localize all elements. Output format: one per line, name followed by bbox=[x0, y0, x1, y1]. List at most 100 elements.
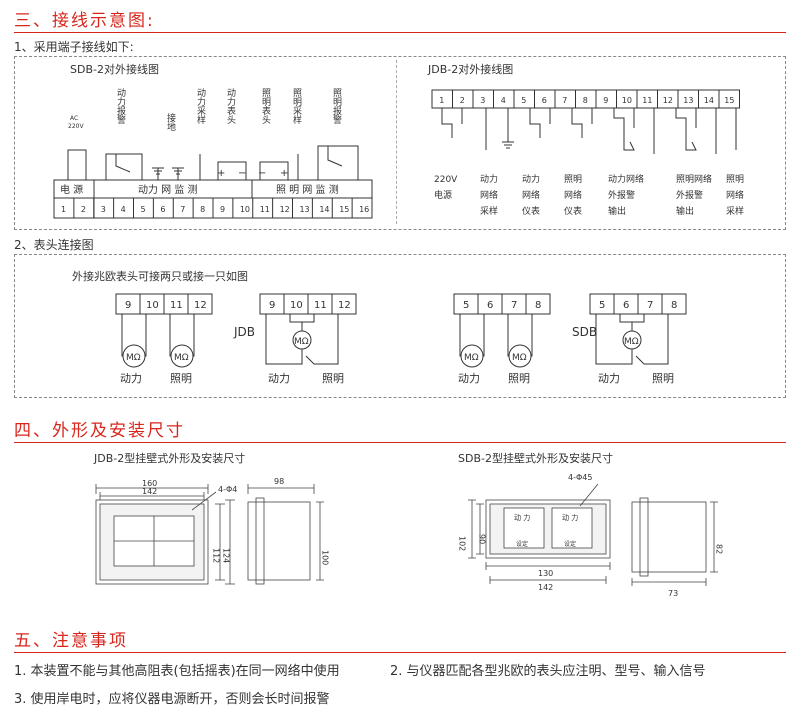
megohm-meter-icon: MΩ bbox=[464, 353, 479, 363]
meter-terminal-number: 8 bbox=[671, 300, 677, 311]
terminal-number: 8 bbox=[583, 96, 588, 105]
terminal-number: 7 bbox=[562, 96, 567, 105]
terminal-number: 2 bbox=[460, 96, 465, 105]
jdb-height-outer: 124 bbox=[222, 548, 231, 563]
dimension-drawings: JDB-2型挂壁式外形及安装尺寸 SDB-2型挂壁式外形及安装尺寸 160 bbox=[93, 451, 724, 598]
jdb-bottom-label: 动力网络 bbox=[608, 173, 644, 185]
megohm-meter-icon: MΩ bbox=[294, 337, 309, 347]
terminal-number: 13 bbox=[299, 205, 309, 214]
label-light-alarm: 照明报警 bbox=[331, 88, 342, 125]
meter-terminal-number: 11 bbox=[170, 300, 183, 311]
minus-sign-light: − bbox=[258, 168, 266, 179]
label-ground: 接地 bbox=[165, 112, 176, 131]
meter-terminal-number: 7 bbox=[647, 300, 653, 311]
label-lighting: 照明 bbox=[170, 372, 192, 385]
terminal-number: 16 bbox=[359, 205, 369, 214]
section-divider bbox=[14, 652, 786, 653]
jdb-width-inner: 142 bbox=[142, 487, 157, 496]
section-title-notes: 五、注意事项 bbox=[14, 631, 128, 651]
terminal-number: 3 bbox=[480, 96, 485, 105]
sdb-height-inner: 90 bbox=[478, 534, 487, 544]
sdb-wiring-title: SDB-2对外接线图 bbox=[70, 62, 159, 76]
sdb-holes: 4-Φ45 bbox=[568, 473, 592, 482]
label-light-meter: 照明表头 bbox=[260, 88, 271, 125]
terminal-number: 13 bbox=[683, 96, 693, 105]
jdb-wiring-title: JDB-2对外接线图 bbox=[427, 62, 513, 76]
terminal-number: 10 bbox=[240, 205, 250, 214]
label-lighting: 照明 bbox=[322, 372, 344, 385]
terminal-number: 11 bbox=[260, 205, 270, 214]
sdb-depth: 73 bbox=[668, 589, 678, 598]
jdb-bottom-label: 照明 bbox=[564, 174, 582, 185]
jdb-bottom-label: 动力 bbox=[522, 173, 540, 185]
sdb-panel-sub-left: 设定 bbox=[516, 540, 528, 548]
sdb-panel-sub-right: 设定 bbox=[564, 540, 576, 548]
sdb-height-outer: 102 bbox=[458, 536, 467, 551]
jdb-bottom-label: 照明网络 bbox=[676, 173, 712, 185]
label-power: 动力 bbox=[458, 372, 480, 385]
terminal-number: 4 bbox=[501, 96, 506, 105]
jdb-bottom-label: 采样 bbox=[480, 205, 498, 217]
note-2: 2. 与仪器匹配各型兆欧的表头应注明、型号、输入信号 bbox=[390, 664, 706, 679]
section-divider bbox=[14, 442, 786, 443]
jdb-bottom-label: 网络 bbox=[564, 189, 582, 201]
label-power-sample: 动力采样 bbox=[195, 88, 206, 125]
terminal-number: 4 bbox=[121, 205, 126, 214]
jdb-bottom-label: 输出 bbox=[676, 205, 694, 217]
jdb-bottom-labels: 220V电源动力网络采样动力网络仪表照明网络仪表动力网络外报警输出照明网络外报警… bbox=[434, 173, 744, 217]
terminal-number: 12 bbox=[663, 96, 673, 105]
minus-sign-power: − bbox=[238, 168, 246, 179]
jdb-bottom-label: 输出 bbox=[608, 205, 626, 217]
label-power: 动力 bbox=[598, 372, 620, 385]
terminal-number: 11 bbox=[642, 96, 652, 105]
jdb-bottom-label: 网络 bbox=[522, 189, 540, 201]
ac-voltage-label: 220V bbox=[68, 123, 84, 130]
jdb-holes: 4-Φ4 bbox=[218, 485, 237, 494]
sdb-panel-label-right: 动 力 bbox=[562, 513, 578, 522]
jdb-label: JDB bbox=[233, 325, 255, 339]
jdb-dim-title: JDB-2型挂壁式外形及安装尺寸 bbox=[93, 451, 245, 465]
label-power-meter: 动力表头 bbox=[225, 88, 236, 125]
note-1: 1. 本装置不能与其他高阻表(包括摇表)在同一网络中使用 bbox=[14, 664, 340, 679]
terminal-number: 9 bbox=[220, 205, 225, 214]
meter-terminal-number: 12 bbox=[194, 300, 207, 311]
section-title-wiring: 三、接线示意图: bbox=[14, 11, 155, 31]
sdb-side-height: 82 bbox=[715, 544, 724, 554]
sdb-wiring-diagram: SDB-2对外接线图 AC 220V 动力报警 接地 动力采样 动力表头 照明表… bbox=[53, 62, 373, 219]
terminal-number: 5 bbox=[140, 205, 145, 214]
jdb-height-inner: 112 bbox=[212, 548, 221, 563]
meter-diagram-box bbox=[14, 254, 786, 398]
section-title-dimensions: 四、外形及安装尺寸 bbox=[14, 421, 185, 441]
group-label-power-supply: 电 源 bbox=[60, 183, 83, 196]
jdb-bottom-label: 动力 bbox=[480, 173, 498, 185]
jdb-bottom-label: 照明 bbox=[726, 174, 744, 185]
meter-terminal-number: 10 bbox=[290, 300, 303, 311]
terminal-number: 6 bbox=[160, 205, 165, 214]
jdb-bottom-label: 220V bbox=[434, 175, 458, 185]
jdb-bottom-label: 仪表 bbox=[564, 205, 582, 217]
sub-heading-meter: 2、表头连接图 bbox=[14, 238, 94, 252]
terminal-number: 1 bbox=[439, 96, 444, 105]
terminal-number: 15 bbox=[339, 205, 349, 214]
terminal-number: 12 bbox=[280, 205, 290, 214]
wiring-diagram-box bbox=[14, 56, 786, 230]
terminal-number: 14 bbox=[704, 96, 714, 105]
jdb-bottom-label: 网络 bbox=[726, 189, 744, 201]
ac-label: AC bbox=[70, 115, 78, 122]
terminal-number: 7 bbox=[180, 205, 185, 214]
section-divider bbox=[14, 32, 786, 33]
meter-terminal-number: 8 bbox=[535, 300, 541, 311]
meter-terminal-number: 7 bbox=[511, 300, 517, 311]
meter-terminal-number: 10 bbox=[146, 300, 159, 311]
megohm-meter-icon: MΩ bbox=[624, 337, 639, 347]
sdb-top-labels: 动力报警 接地 动力采样 动力表头 照明表头 照明采样 照明报警 bbox=[115, 88, 342, 131]
jdb-bottom-label: 网络 bbox=[480, 189, 498, 201]
terminal-number: 10 bbox=[622, 96, 632, 105]
terminal-number: 9 bbox=[603, 96, 608, 105]
meter-terminal-number: 6 bbox=[623, 300, 629, 311]
plus-sign-power: + bbox=[217, 168, 225, 179]
meter-terminal-number: 9 bbox=[125, 300, 131, 311]
